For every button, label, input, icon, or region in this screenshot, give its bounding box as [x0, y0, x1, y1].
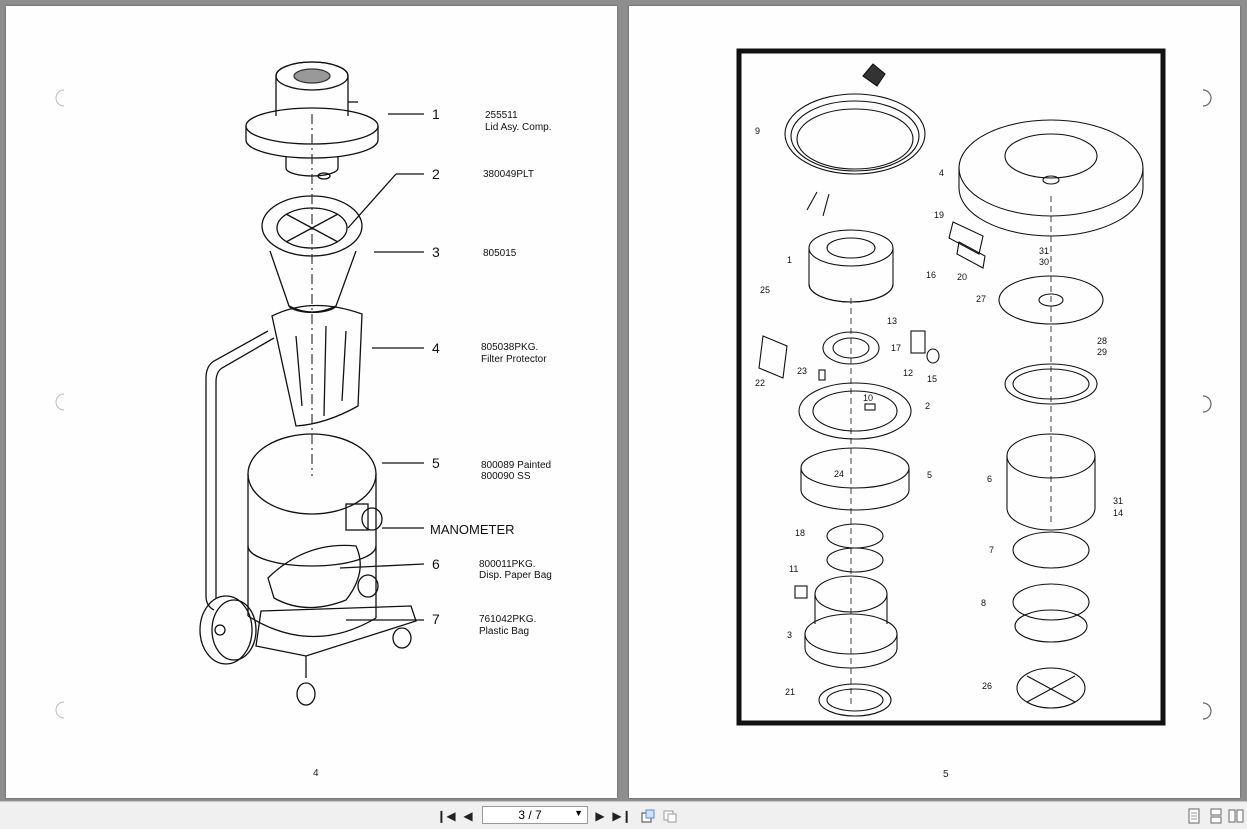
first-page-icon: ❙◀ — [436, 809, 456, 823]
part-number: 22 — [755, 378, 765, 388]
prev-page-button[interactable]: ◀ — [458, 806, 478, 826]
part-number: 7 — [989, 545, 994, 555]
part-number: 14 — [1113, 508, 1123, 518]
continuous-view-button[interactable] — [1206, 806, 1226, 826]
callout-3: 3 805015 — [432, 244, 517, 260]
viewer-toolbar: ❙◀ ◀ 3 / 7 ▼ ▶ ▶❙ — [0, 801, 1247, 829]
part-number: 20 — [957, 272, 967, 282]
next-page-icon: ▶ — [595, 809, 605, 823]
callout-number: 7 — [432, 611, 440, 627]
fit-page-button[interactable] — [638, 806, 658, 826]
binder-hole — [1202, 395, 1212, 413]
page-number: 4 — [313, 768, 319, 779]
part-number: 24 — [834, 469, 844, 479]
callout-6: 6 800011PKG. Disp. Paper Bag — [432, 556, 552, 581]
right-page-drawing: 9 4 19 31 30 1 16 20 25 27 13 28 29 17 2… — [736, 48, 1212, 780]
part-number: 31 — [1113, 496, 1123, 506]
part-number: 27 — [976, 294, 986, 304]
right-page: 9 4 19 31 30 1 16 20 25 27 13 28 29 17 2… — [629, 6, 1240, 798]
binder-hole — [1202, 702, 1212, 720]
callout-4: 4 805038PKG. Filter Protector — [432, 340, 547, 365]
page-number: 5 — [943, 769, 949, 780]
callout-number: 6 — [432, 556, 440, 572]
diagram-frame — [736, 48, 1166, 726]
single-page-icon — [1188, 808, 1200, 824]
part-number: 13 — [887, 316, 897, 326]
fit-width-button[interactable] — [660, 806, 680, 826]
binder-hole — [55, 89, 65, 107]
single-page-view-button[interactable] — [1184, 806, 1204, 826]
callout-line: 805015 — [483, 248, 517, 259]
callout-line: Disp. Paper Bag — [479, 570, 552, 581]
part-number: 10 — [863, 393, 873, 403]
callout-line: Lid Asy. Comp. — [485, 122, 552, 133]
part-number: 25 — [760, 285, 770, 295]
callout-number: 3 — [432, 244, 440, 260]
callout-1: 1 255511 Lid Asy. Comp. — [432, 106, 552, 133]
part-number: 30 — [1039, 257, 1049, 267]
facing-pages-icon — [1228, 809, 1244, 823]
fit-width-icon — [663, 810, 677, 823]
part-number: 23 — [797, 366, 807, 376]
callout-line: 805038PKG. — [481, 342, 538, 353]
part-number: 19 — [934, 210, 944, 220]
page-selector[interactable]: 3 / 7 ▼ — [482, 806, 588, 824]
part-number: 11 — [789, 564, 798, 574]
callout-number: 4 — [432, 340, 440, 356]
part-number: 26 — [982, 681, 992, 691]
part-number: 12 — [903, 368, 913, 378]
part-number: 28 — [1097, 336, 1107, 346]
prev-page-icon: ◀ — [463, 809, 473, 823]
manometer-label: MANOMETER — [430, 522, 515, 537]
part-number: 15 — [927, 374, 937, 384]
callout-5: 5 800089 Painted 800090 SS — [432, 455, 551, 482]
callout-number: 5 — [432, 455, 440, 471]
vacuum-exploded-drawing — [199, 61, 425, 706]
part-number: 5 — [927, 470, 932, 480]
left-page-drawing: 1 255511 Lid Asy. Comp. 2 380049PLT 3 80… — [55, 61, 552, 779]
fit-page-icon — [641, 809, 655, 823]
part-number-labels: 9 4 19 31 30 1 16 20 25 27 13 28 29 17 2… — [755, 126, 1123, 697]
part-number: 9 — [755, 126, 760, 136]
part-number: 21 — [785, 687, 795, 697]
callout-line: 761042PKG. — [479, 614, 536, 625]
part-number: 18 — [795, 528, 805, 538]
part-number: 8 — [981, 598, 986, 608]
callout-line: 800089 Painted — [481, 460, 551, 471]
callout-line: 255511 — [485, 110, 518, 121]
last-page-button[interactable]: ▶❙ — [612, 806, 632, 826]
continuous-page-icon — [1210, 808, 1222, 824]
binder-hole — [55, 393, 65, 411]
callout-7: 7 761042PKG. Plastic Bag — [432, 611, 536, 637]
callout-2: 2 380049PLT — [432, 166, 534, 182]
next-page-button[interactable]: ▶ — [590, 806, 610, 826]
callout-line: Plastic Bag — [479, 626, 529, 637]
callout-number: 1 — [432, 106, 440, 122]
callout-line: Filter Protector — [481, 354, 547, 365]
callout-number: 2 — [432, 166, 440, 182]
chevron-down-icon: ▼ — [574, 808, 583, 818]
part-number: 2 — [925, 401, 930, 411]
page-indicator: 3 / 7 — [518, 808, 542, 822]
callout-line: 380049PLT — [483, 169, 534, 180]
part-number: 4 — [939, 168, 944, 178]
motor-exploded-drawing — [758, 63, 1144, 717]
binder-hole — [55, 701, 65, 719]
part-number: 3 — [787, 630, 792, 640]
part-number: 6 — [987, 474, 992, 484]
left-page: 1 255511 Lid Asy. Comp. 2 380049PLT 3 80… — [6, 6, 617, 798]
part-number: 17 — [891, 343, 901, 353]
part-number: 1 — [787, 255, 792, 265]
facing-pages-view-button[interactable] — [1226, 806, 1246, 826]
callout-line: 800090 SS — [481, 471, 531, 482]
callout-line: 800011PKG. — [479, 559, 536, 570]
part-number: 29 — [1097, 347, 1107, 357]
part-number: 31 — [1039, 246, 1049, 256]
binder-hole — [1202, 89, 1212, 107]
part-number: 16 — [926, 270, 936, 280]
last-page-icon: ▶❙ — [612, 809, 632, 823]
first-page-button[interactable]: ❙◀ — [436, 806, 456, 826]
